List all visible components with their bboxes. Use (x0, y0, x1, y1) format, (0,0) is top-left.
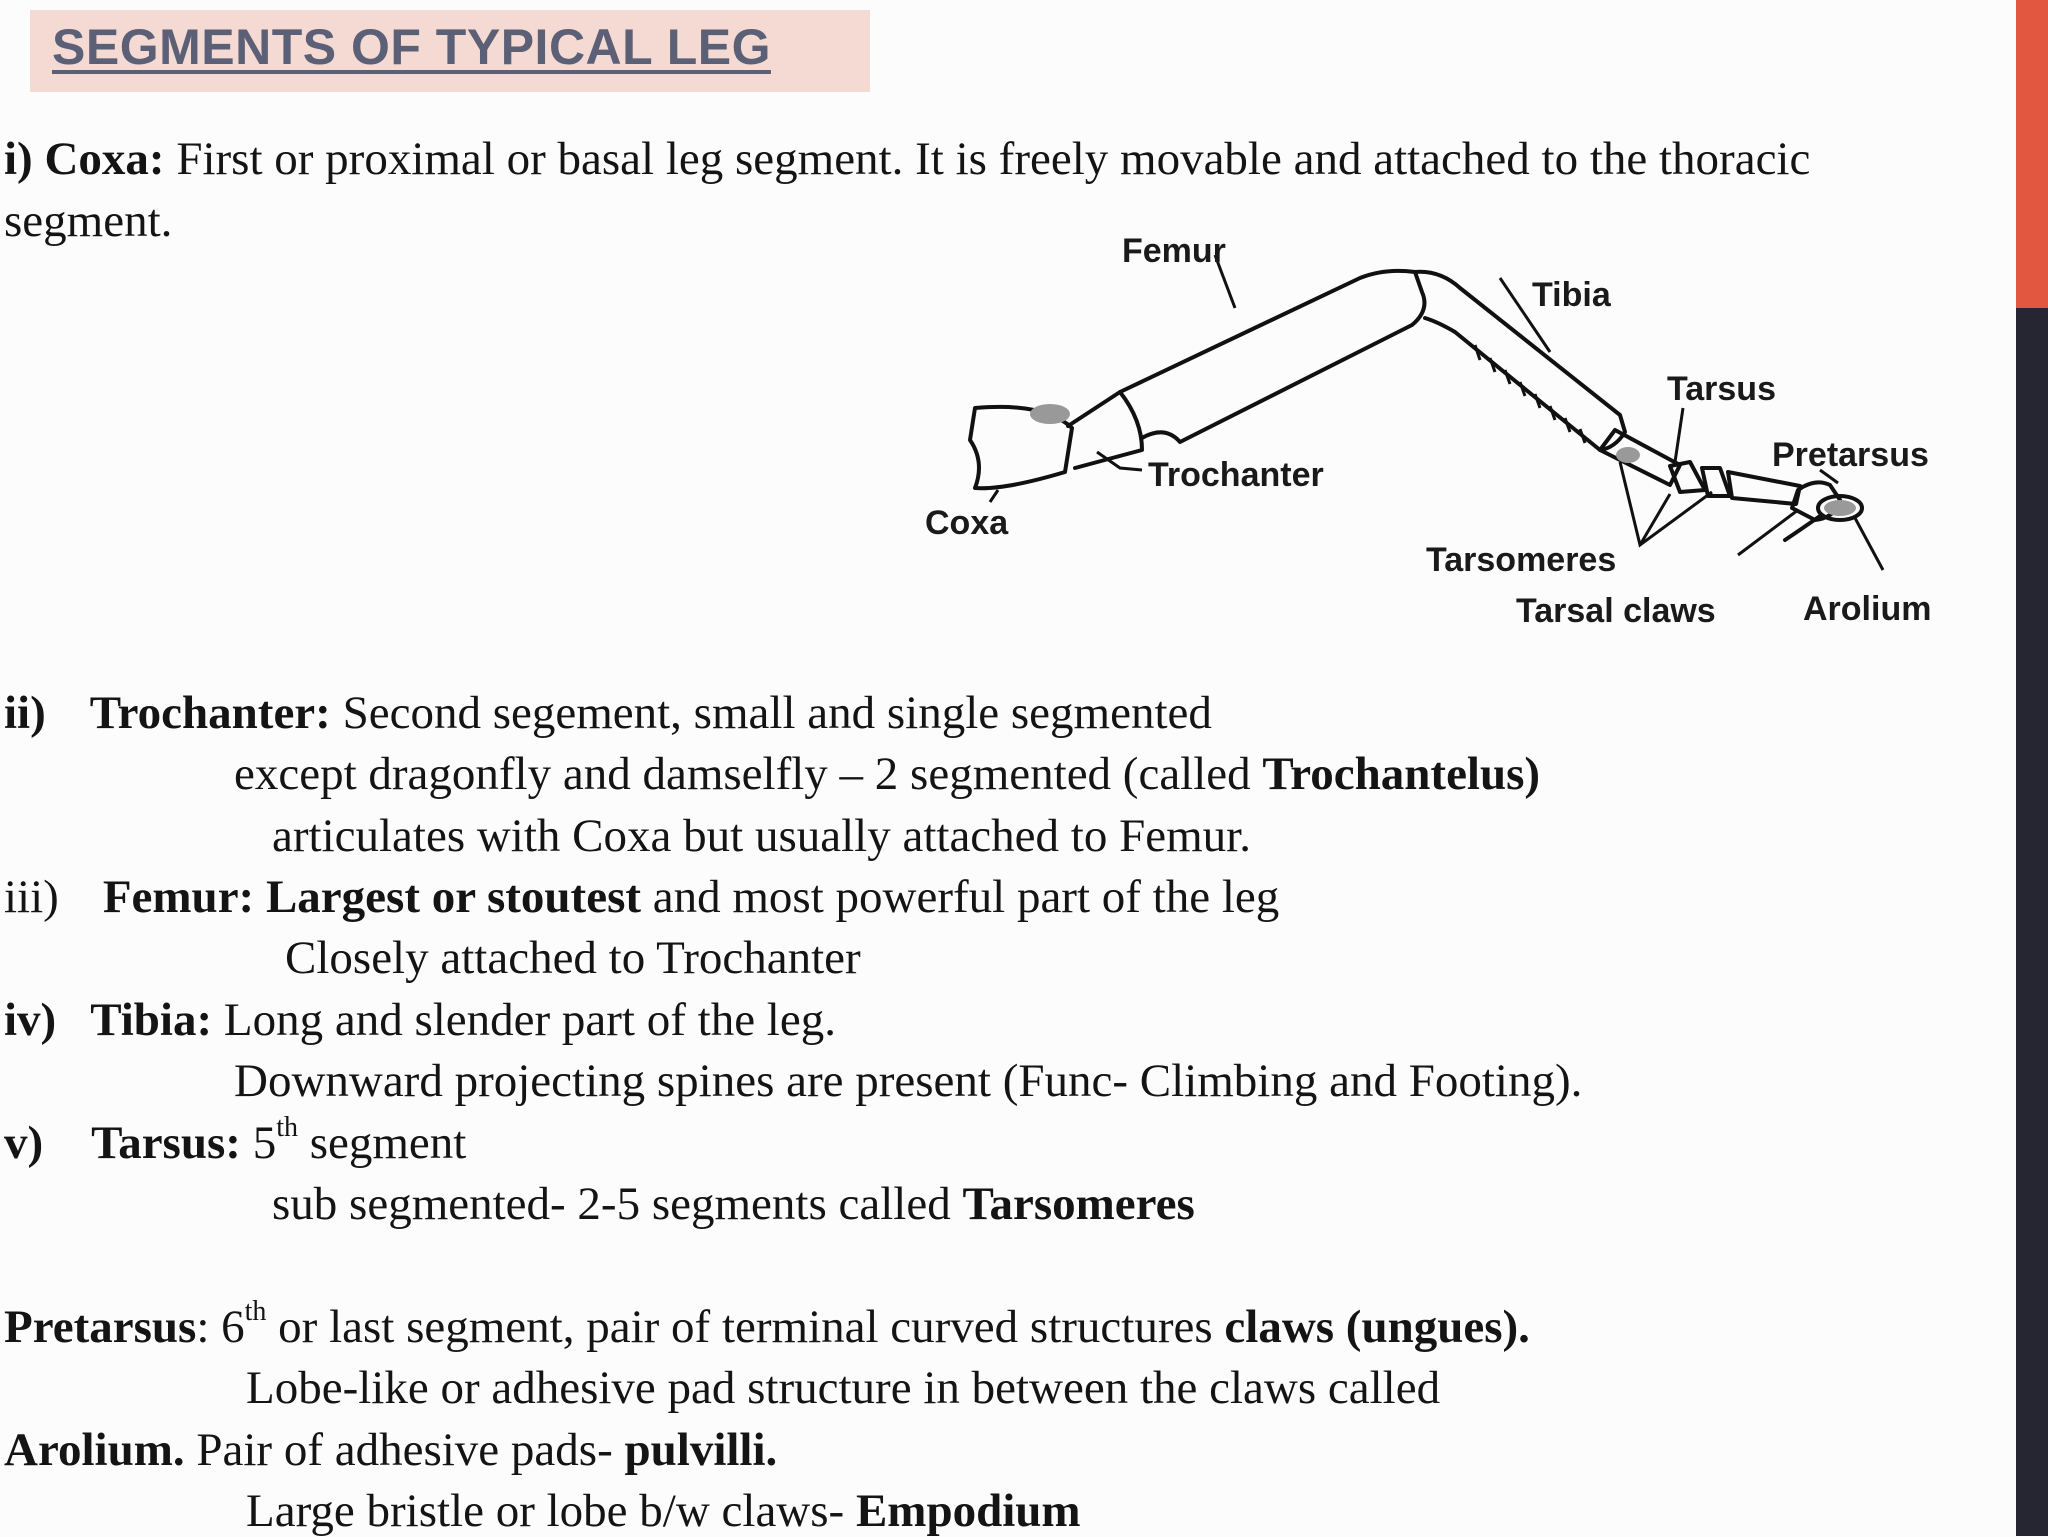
tarsus-text-1b: segment (297, 1117, 467, 1169)
tibia-text-1: Long and slender part of the leg. (212, 994, 836, 1046)
label-arolium: Arolium (1803, 590, 1931, 628)
pretarsus-label: Pretarsus (4, 1301, 197, 1353)
tarsomeres-leader (1618, 461, 1713, 548)
coxa-label: i) Coxa: (4, 133, 165, 185)
tibia-num: iv) (4, 994, 57, 1046)
pulvilli-term: pulvilli. (624, 1424, 778, 1476)
tarsomere-3 (1700, 466, 1732, 498)
leg-diagram: Femur Tibia Tarsus Pretarsus Trochanter … (925, 232, 1931, 630)
coxa-socket (1030, 404, 1070, 424)
coxa-shape (968, 404, 1074, 491)
label-pretarsus: Pretarsus (1772, 436, 1929, 474)
trochanter-line-1: ii) Trochanter: Second segement, small an… (4, 690, 1212, 737)
title-banner (30, 10, 870, 92)
arolium-term: Arolium. (4, 1424, 185, 1476)
trochanter-num: ii) (4, 687, 46, 739)
tarsomeres-term: Tarsomeres (962, 1178, 1195, 1230)
pretarsus-text-4a: Large bristle or lobe b/w claws- (246, 1485, 856, 1537)
tarsus-line-1: v) Tarsus: 5th segment (4, 1114, 467, 1169)
page-title: SEGMENTS OF TYPICAL LEG (52, 19, 771, 75)
trochanter-line-2: except dragonfly and damselfly – 2 segme… (234, 751, 1540, 798)
trochanter-line-3: articulates with Coxa but usually attach… (272, 810, 1251, 862)
coxa-leader (988, 489, 1000, 503)
arolium-shading (1824, 500, 1856, 516)
label-tibia: Tibia (1532, 276, 1612, 314)
tarsus-label: Tarsus: (91, 1117, 241, 1169)
label-trochanter: Trochanter (1148, 456, 1324, 494)
trochanter-text-1: Second segement, small and single segmen… (330, 687, 1212, 739)
coxa-text-1: First or proximal or basal leg segment. … (164, 133, 1811, 185)
empodium-term: Empodium (855, 1485, 1081, 1537)
pretarsus-line-3: Arolium. Pair of adhesive pads- pulvilli… (4, 1427, 777, 1474)
tibia-leader (1498, 277, 1552, 353)
pretarsus-line-2: Lobe-like or adhesive pad structure in b… (246, 1362, 1441, 1414)
femur-line-2: Closely attached to Trochanter (285, 932, 861, 984)
label-tarsal-claws: Tarsal claws (1516, 592, 1716, 630)
pretarsus-text-1b: or last segment, pair of terminal curved… (266, 1301, 1225, 1353)
tarsus-leader (1673, 407, 1685, 463)
tarsomere-4 (1726, 470, 1802, 506)
leader-lines (988, 254, 1885, 571)
tarsus-line-2: sub segmented- 2-5 segments called Tarso… (272, 1181, 1195, 1228)
label-coxa: Coxa (925, 504, 1009, 542)
claws-term: claws (ungues). (1224, 1301, 1530, 1353)
tarsus-text-1a: 5 (240, 1117, 277, 1169)
tarsus-text-2a: sub segmented- 2-5 segments called (272, 1178, 963, 1230)
pretarsus-leader (1819, 468, 1839, 485)
label-tarsomeres: Tarsomeres (1426, 541, 1616, 579)
label-femur: Femur (1122, 232, 1226, 270)
femur-label: Femur: (102, 871, 255, 923)
dark-side-bar (2016, 308, 2048, 1536)
femur-leader (1213, 254, 1237, 309)
femur-bold: Largest or stoutest (254, 871, 642, 923)
arolium-shape (1816, 494, 1864, 522)
leg-outline (968, 268, 1864, 542)
pretarsus-text-1a: : 6 (196, 1301, 245, 1353)
tibial-spines (1473, 344, 1587, 444)
arolium-leader (1853, 517, 1885, 571)
tarsus-num: v) (4, 1117, 44, 1169)
pretarsus-text-3b: Pair of adhesive pads- (184, 1424, 625, 1476)
claw-shape (1783, 514, 1822, 542)
femur-num: iii) (4, 871, 59, 923)
pretarsus-line-4: Large bristle or lobe b/w claws- Empodiu… (246, 1488, 1081, 1535)
tibia-line-1: iv) Tibia: Long and slender part of the l… (4, 997, 836, 1044)
femur-shape (1118, 268, 1427, 444)
femur-text-1: and most powerful part of the leg (641, 871, 1280, 923)
trochantelus-term: Trochantelus) (1262, 748, 1541, 800)
tibia-shape (1413, 269, 1627, 452)
femur-line-1: iii) Femur: Largest or stoutest and most … (4, 874, 1279, 921)
pretarsus-sup: th (244, 1296, 267, 1327)
coxa-line-2: segment. (4, 195, 173, 247)
coxa-line-1: i) Coxa: First or proximal or basal leg … (4, 136, 1810, 183)
tarsomere-shading (1616, 447, 1640, 463)
trochanter-leader (1096, 450, 1143, 472)
tibia-label: Tibia: (90, 994, 213, 1046)
stippled-areas (1030, 404, 1856, 516)
pretarsus-line-1: Pretarsus: 6th or last segment, pair of … (4, 1298, 1530, 1353)
trochanter-text-2a: except dragonfly and damselfly – 2 segme… (234, 748, 1263, 800)
tarsomere-1 (1598, 428, 1682, 487)
tarsal-claws-leader (1737, 508, 1799, 557)
tibia-line-2: Downward projecting spines are present (… (234, 1055, 1583, 1107)
trochanter-label: Trochanter: (89, 687, 331, 739)
label-tarsus: Tarsus (1667, 370, 1776, 408)
tarsomere-2 (1668, 460, 1707, 494)
tarsus-sup: th (276, 1112, 298, 1143)
accent-bar (2016, 0, 2048, 308)
